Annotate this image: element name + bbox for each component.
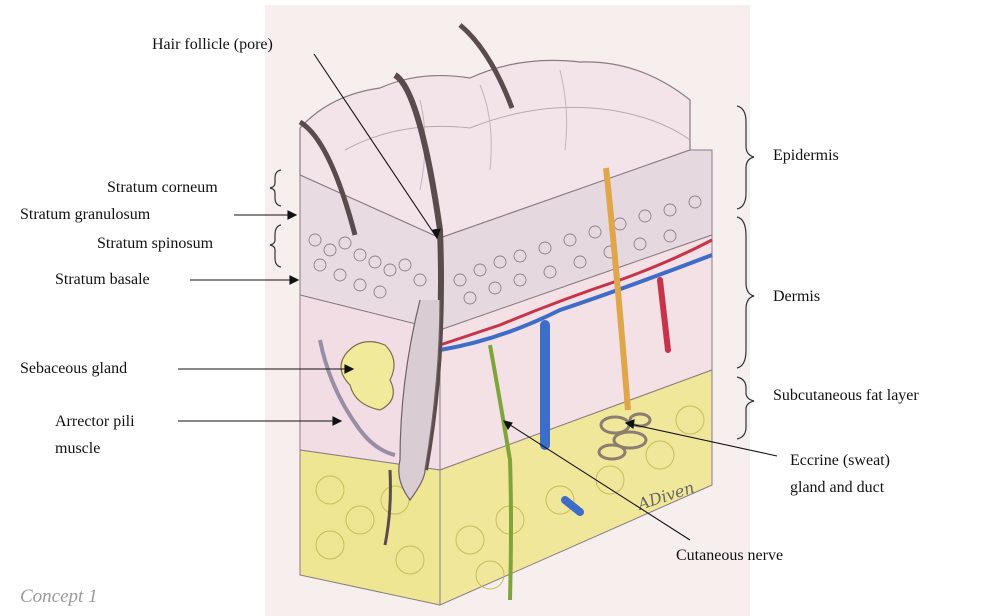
label-arrector-pili-line1: Arrector pili: [55, 411, 135, 433]
label-dermis: Dermis: [773, 286, 820, 308]
label-stratum-spinosum: Stratum spinosum: [97, 233, 213, 255]
label-cutaneous-nerve: Cutaneous nerve: [676, 545, 783, 567]
label-arrector-pili-line2: muscle: [55, 438, 100, 460]
label-stratum-granulosum: Stratum granulosum: [20, 204, 150, 226]
label-hair-follicle: Hair follicle (pore): [152, 34, 273, 56]
label-epidermis: Epidermis: [773, 145, 839, 167]
label-subcutaneous: Subcutaneous fat layer: [773, 385, 919, 407]
label-eccrine-line2: gland and duct: [790, 477, 884, 499]
label-stratum-corneum: Stratum corneum: [107, 177, 218, 199]
label-stratum-basale: Stratum basale: [55, 269, 150, 291]
label-sebaceous-gland: Sebaceous gland: [20, 358, 127, 380]
label-eccrine-line1: Eccrine (sweat): [790, 450, 890, 472]
caption: Concept 1: [20, 586, 98, 608]
